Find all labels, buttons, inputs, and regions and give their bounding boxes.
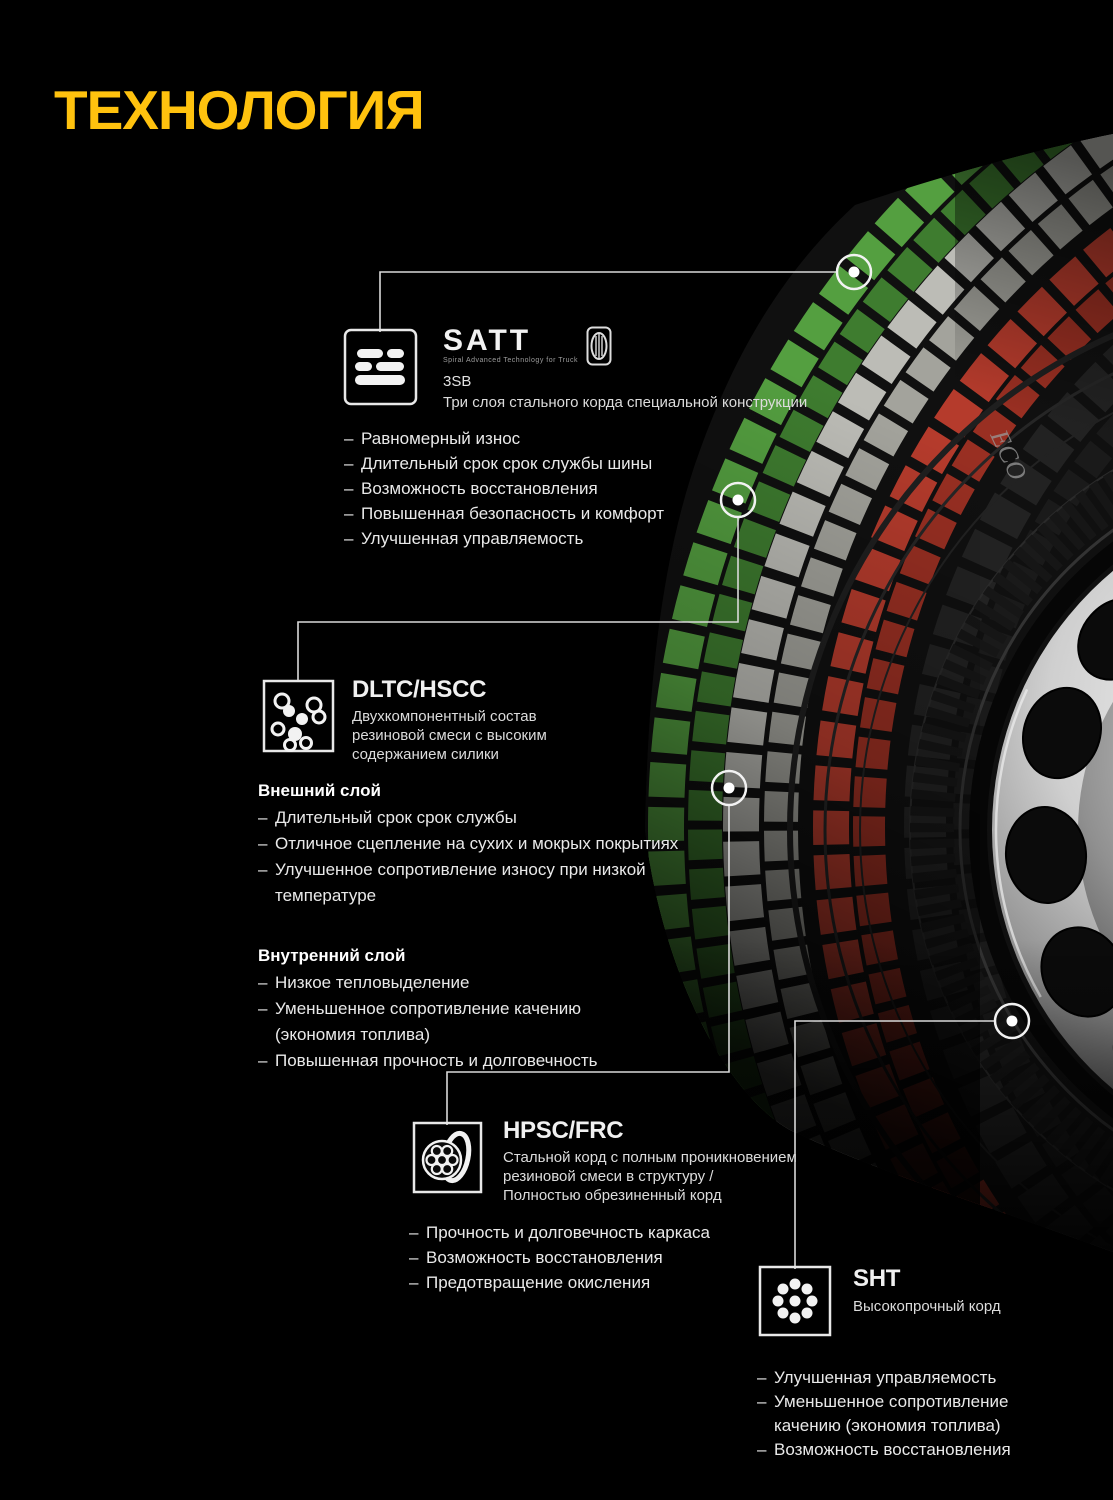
list-item: Длительный срок срок службы шины xyxy=(344,451,774,476)
tire-silhouette xyxy=(645,134,1113,1252)
sht-marker xyxy=(993,1002,1031,1040)
three-ply-layers-icon xyxy=(343,328,418,406)
hpsc-callout: HPSC/FRC Стальной корд с полным проникно… xyxy=(503,1117,797,1205)
sht-connector-line xyxy=(794,1020,995,1269)
list-item: Уменьшенное сопротивление качению (эконо… xyxy=(757,1390,1097,1438)
list-item: Предотвращение окисления xyxy=(409,1270,809,1295)
outer-layer-section: Внешний слой Длительный срок срок службы… xyxy=(258,779,718,909)
hpsc-bullet-list: Прочность и долговечность каркаса Возмож… xyxy=(409,1220,809,1295)
sht-title: SHT xyxy=(853,1265,901,1292)
dltc-description: Двухкомпонентный состав резиновой смеси … xyxy=(352,708,547,763)
inner-layer-section: Внутренний слой Низкое тепловыделение Ум… xyxy=(258,944,718,1074)
list-item: Улучшенная управляемость xyxy=(344,526,774,551)
sidewall-eco-text: ECO xyxy=(984,424,1033,484)
outer-layer-bullet-list: Длительный срок срок службы Отличное сце… xyxy=(258,805,718,909)
dltc-title: DLTC/HSCC xyxy=(352,676,487,703)
list-item: Уменьшенное сопротивление качению (эконо… xyxy=(258,996,718,1048)
list-item: Возможность восстановления xyxy=(409,1245,809,1270)
page-title: ТЕХНОЛОГИЯ xyxy=(54,79,425,141)
list-item: Возможность восстановления xyxy=(344,476,774,501)
sidewall-rings xyxy=(787,287,1113,1252)
list-item: Прочность и долговечность каркаса xyxy=(409,1220,809,1245)
sht-description: Высокопрочный корд xyxy=(853,1298,1001,1315)
inner-layer-heading: Внутренний слой xyxy=(258,946,406,965)
satt-description: Три слоя стального корда специальной кон… xyxy=(443,394,808,411)
satt-emblem-icon xyxy=(586,326,612,366)
inner-layer-bullet-list: Низкое тепловыделение Уменьшенное сопрот… xyxy=(258,970,718,1074)
wheel-rim xyxy=(910,410,1113,1250)
hpsc-description: Стальной корд с полным проникновением ре… xyxy=(503,1149,797,1204)
list-item: Низкое тепловыделение xyxy=(258,970,718,996)
satt-marker xyxy=(835,253,873,291)
satt-tagline: Spiral Advanced Technology for Truck xyxy=(443,357,578,364)
sht-bullet-list: Улучшенная управляемость Уменьшенное соп… xyxy=(757,1366,1097,1462)
satt-logo: SATT xyxy=(443,324,532,357)
list-item: Улучшенное сопротивление износу при низк… xyxy=(258,857,718,909)
dltc-callout: DLTC/HSCC Двухкомпонентный состав резино… xyxy=(352,676,547,764)
satt-code: 3SB xyxy=(443,373,472,390)
hpsc-title: HPSC/FRC xyxy=(503,1117,624,1144)
list-item: Повышенная прочность и долговечность xyxy=(258,1048,718,1074)
satt-connector-line xyxy=(379,271,837,332)
sht-callout: SHT Высокопрочный корд xyxy=(853,1264,1001,1316)
steel-cord-section-icon xyxy=(412,1121,483,1194)
list-item: Повышенная безопасность и комфорт xyxy=(344,501,774,526)
list-item: Отличное сцепление на сухих и мокрых пок… xyxy=(258,831,718,857)
list-item: Равномерный износ xyxy=(344,426,774,451)
satt-bullet-list: Равномерный износ Длительный срок срок с… xyxy=(344,426,774,551)
rim-lug-holes xyxy=(1004,597,1113,1096)
outer-layer-heading: Внешний слой xyxy=(258,781,381,800)
silica-molecules-icon xyxy=(262,679,335,753)
list-item: Возможность восстановления xyxy=(757,1438,1097,1462)
list-item: Длительный срок срок службы xyxy=(258,805,718,831)
satt-callout: SATT Spiral Advanced Technology for Truc… xyxy=(443,326,807,412)
list-item: Улучшенная управляемость xyxy=(757,1366,1097,1390)
